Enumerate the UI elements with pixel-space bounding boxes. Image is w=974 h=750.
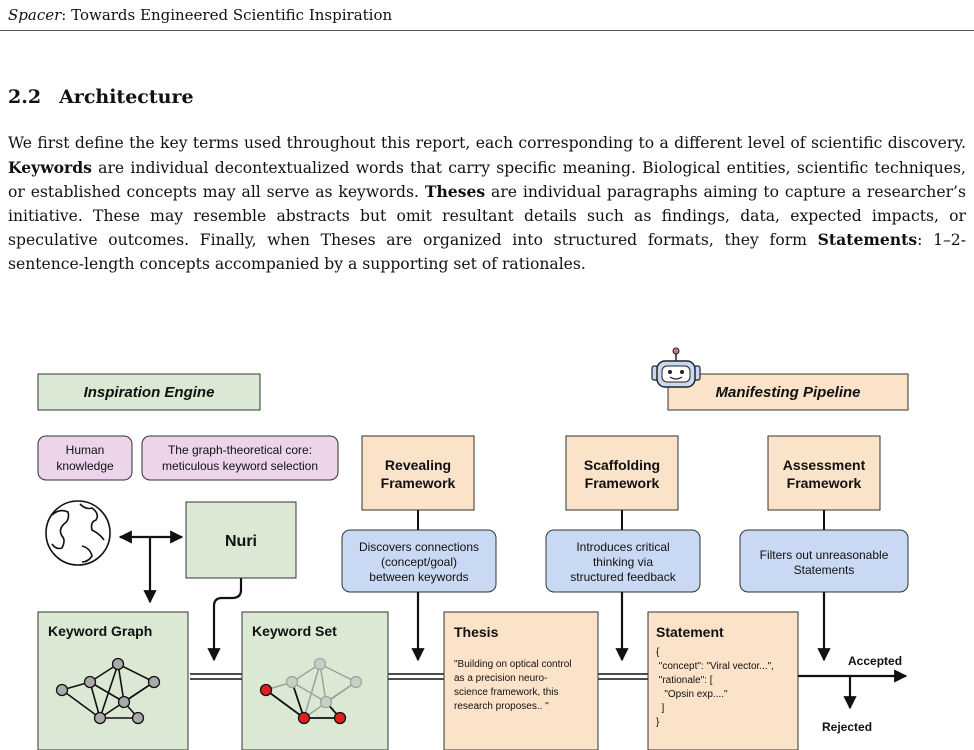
keyword-set-faded-nodes <box>285 657 363 709</box>
revealing-line-1: Revealing <box>385 457 451 473</box>
header-rule <box>0 30 974 31</box>
term-statements: Statements <box>817 230 918 249</box>
manifesting-pipeline-label: Manifesting Pipeline <box>715 384 860 401</box>
para-seg-2: are individual decontextualized words th… <box>8 158 966 202</box>
manifesting-pipeline-box <box>667 373 909 411</box>
nuri-to-main-arrow <box>207 578 243 662</box>
inspiration-engine-label: Inspiration Engine <box>84 384 215 401</box>
inspiration-engine-box <box>37 373 261 411</box>
assessment-desc-line-1: Filters out unreasonable <box>760 548 889 562</box>
assessment-line-2: Framework <box>787 475 862 491</box>
statement-line-1: { <box>656 647 660 658</box>
scaffolding-desc-line-1: Introduces critical <box>576 540 669 554</box>
section-number: 2.2 <box>8 86 42 108</box>
statement-line-5: ] <box>656 703 665 714</box>
statement-title: Statement <box>656 624 724 640</box>
thesis-line-1: "Building on optical control <box>454 659 572 670</box>
rejected-label: Rejected <box>822 720 872 734</box>
robot-icon <box>651 347 701 388</box>
body-paragraph: We first define the key terms used throu… <box>8 132 966 276</box>
thesis-line-3: science framework, this <box>454 687 558 698</box>
human-knowledge-line-2: knowledge <box>56 459 114 473</box>
term-theses: Theses <box>424 182 486 201</box>
graph-core-line-2: meticulous keyword selection <box>162 459 318 473</box>
running-head-rest: : Towards Engineered Scientific Inspirat… <box>61 6 393 24</box>
keyword-set-label: Keyword Set <box>252 623 337 639</box>
thesis-box <box>443 611 599 750</box>
section-heading: 2.2 Architecture <box>8 86 194 108</box>
statement-line-3: "rationale": [ <box>656 675 713 686</box>
human-knowledge-box <box>37 435 133 481</box>
scaffolding-framework-box <box>565 435 679 511</box>
para-seg-1: We first define the key terms used throu… <box>8 134 966 152</box>
scaffolding-line-2: Framework <box>585 475 660 491</box>
scaffolding-desc-line-2: thinking via <box>593 555 653 569</box>
keyword-graph-label: Keyword Graph <box>48 623 152 639</box>
globe-icon <box>45 500 111 566</box>
assessment-framework-box <box>767 435 881 511</box>
revealing-framework-box <box>361 435 475 511</box>
running-head: Spacer: Towards Engineered Scientific In… <box>8 6 392 24</box>
scaffolding-desc-line-3: structured feedback <box>570 570 676 584</box>
para-seg-3: are individual paragraphs aiming to capt… <box>8 183 966 249</box>
statement-line-4: "Opsin exp...." <box>656 689 728 700</box>
revealing-line-2: Framework <box>381 475 456 491</box>
term-keywords: Keywords <box>8 157 92 177</box>
human-knowledge-line-1: Human <box>66 443 105 457</box>
thesis-title: Thesis <box>454 624 499 640</box>
statement-line-2: "concept": "Viral vector...", <box>656 661 774 672</box>
statement-line-6: } <box>656 717 660 728</box>
graph-core-box <box>141 435 339 481</box>
keyword-set-selected-nodes <box>259 683 347 725</box>
assessment-desc-line-2: Statements <box>794 563 855 577</box>
section-title: Architecture <box>59 86 194 108</box>
keyword-graph-nodes <box>55 657 161 725</box>
running-head-italic: Spacer <box>8 6 62 24</box>
graph-core-line-1: The graph-theoretical core: <box>168 443 312 457</box>
para-seg-4: : 1–2-sentence-length concepts accompani… <box>8 231 966 273</box>
revealing-desc-line-1: Discovers connections <box>359 540 479 554</box>
accepted-label: Accepted <box>848 654 902 668</box>
nuri-label: Nuri <box>225 533 257 550</box>
scaffolding-line-1: Scaffolding <box>584 457 660 473</box>
assessment-line-1: Assessment <box>783 457 866 473</box>
thesis-line-2: as a precision neuro- <box>454 673 547 684</box>
revealing-desc-line-2: (concept/goal) <box>381 555 457 569</box>
revealing-desc-line-3: between keywords <box>369 570 468 584</box>
nuri-box <box>185 501 297 579</box>
statement-box <box>647 611 799 750</box>
thesis-line-4: research proposes.. " <box>454 701 549 712</box>
